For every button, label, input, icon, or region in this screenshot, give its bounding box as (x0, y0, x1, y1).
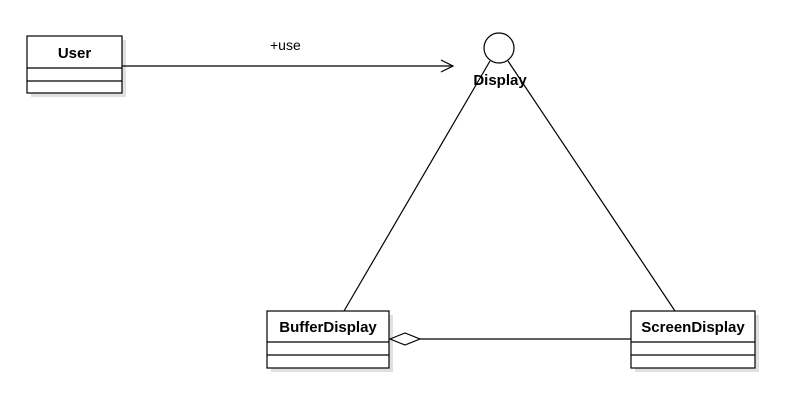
aggregation-diamond (388, 332, 422, 346)
open-arrow-head (440, 59, 455, 73)
edge-display-screendisplay[interactable] (507, 60, 676, 312)
edge-user-uses-display[interactable]: +use (122, 37, 455, 73)
interface-circle (483, 32, 515, 64)
class-screendisplay[interactable]: ScreenDisplay (630, 310, 759, 372)
edge-display-bufferdisplay[interactable] (343, 60, 491, 312)
class-box (26, 35, 123, 94)
interface-name: Display (473, 72, 527, 89)
class-name: BufferDisplay (279, 319, 377, 336)
class-name: User (58, 45, 92, 62)
class-user[interactable]: User (26, 35, 126, 97)
interface-display[interactable]: Display (473, 32, 527, 89)
class-box (266, 310, 390, 369)
class-bufferdisplay[interactable]: BufferDisplay (266, 310, 393, 372)
edge-aggregation-screendisplay-bufferdisplay[interactable] (388, 332, 631, 346)
class-box (630, 310, 756, 369)
use-label: +use (270, 37, 301, 53)
class-name: ScreenDisplay (641, 319, 745, 336)
